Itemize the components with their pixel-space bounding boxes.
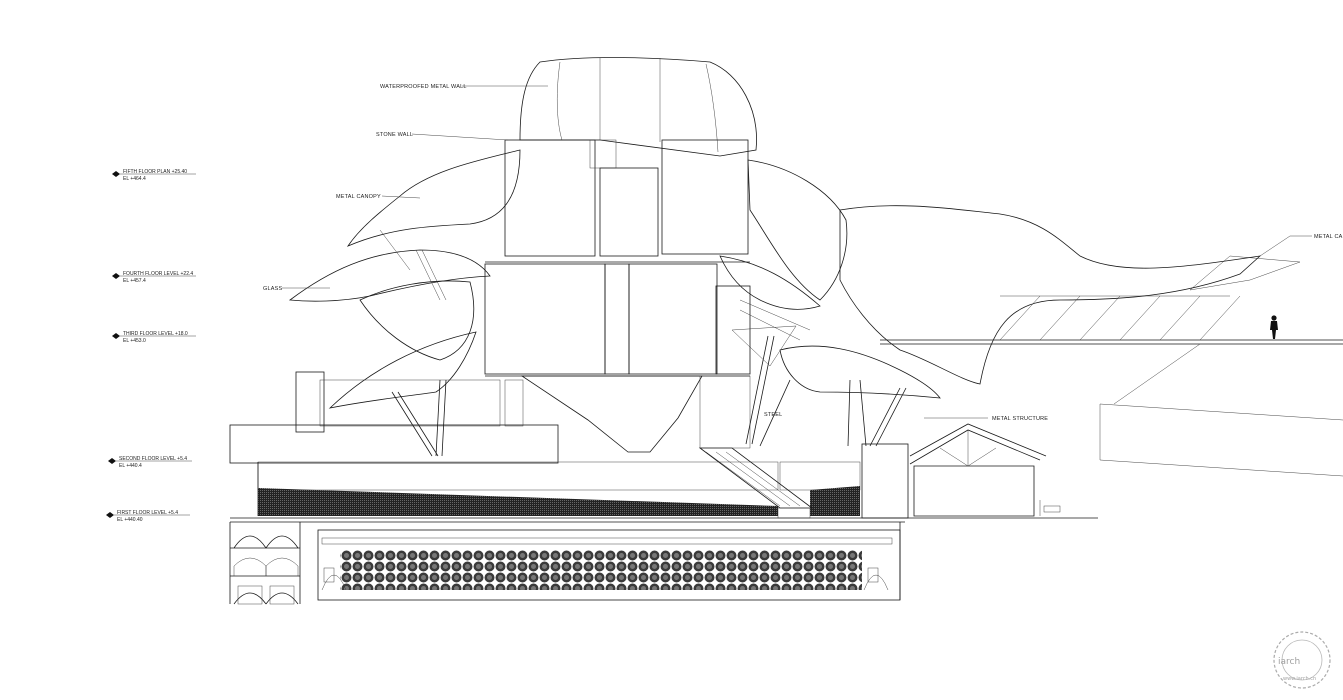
callout-waterproofed-metal-wall-label: WATERPROOFED METAL WALL: [380, 84, 467, 90]
callout-glass: GLASS: [263, 286, 330, 292]
watermark-brand: iarch: [1278, 657, 1300, 667]
callout-steel: STEEL: [764, 412, 782, 418]
level-marker-fifth: FIFTH FLOOR PLAN +25.40 EL +464.4: [112, 169, 196, 182]
callout-stone-wall-label: STONE WALL: [376, 132, 413, 138]
metal-canopies: [288, 57, 1262, 453]
level-name-third: THIRD FLOOR LEVEL +18.0: [123, 331, 188, 337]
person-figure: [1270, 315, 1278, 339]
level-name-fourth: FOURTH FLOOR LEVEL +22.4: [123, 271, 193, 277]
callout-metal-canopy-right-label: METAL CA: [1314, 234, 1343, 240]
callout-metal-structure-label: METAL STRUCTURE: [992, 416, 1048, 422]
plinth: [229, 423, 1061, 519]
callout-metal-canopy-label: METAL CANOPY: [336, 194, 381, 200]
callout-glass-label: GLASS: [263, 286, 282, 292]
bridge: [880, 255, 1343, 477]
callout-metal-structure: METAL STRUCTURE: [924, 416, 1048, 422]
level-el-third: EL +453.0: [123, 338, 146, 344]
level-el-first: EL +440.40: [117, 517, 143, 523]
level-marker-second: SECOND FLOOR LEVEL +5.4 EL +440.4: [108, 456, 192, 469]
level-marker-first: FIRST FLOOR LEVEL +5.4 EL +440.40: [106, 510, 190, 523]
level-el-fourth: EL +457.4: [123, 278, 146, 284]
callout-steel-label: STEEL: [764, 412, 782, 418]
stone-blocks: [295, 139, 751, 449]
callout-metal-canopy: METAL CANOPY: [336, 194, 421, 200]
level-el-fifth: EL +464.4: [123, 176, 146, 182]
level-marker-third: THIRD FLOOR LEVEL +18.0 EL +453.0: [112, 331, 196, 344]
callout-stone-wall: STONE WALL: [376, 132, 509, 141]
level-name-first: FIRST FLOOR LEVEL +5.4: [117, 510, 178, 516]
watermark-url: www.iarch.cn: [1283, 676, 1316, 682]
watermark-seal: iarch www.iarch.cn: [1273, 631, 1331, 689]
cellar: [229, 517, 1098, 605]
callout-waterproofed-metal-wall: WATERPROOFED METAL WALL: [380, 84, 548, 90]
level-name-second: SECOND FLOOR LEVEL +5.4: [119, 456, 187, 462]
level-name-fifth: FIFTH FLOOR PLAN +25.40: [123, 169, 187, 175]
level-el-second: EL +440.4: [119, 463, 142, 469]
callout-metal-canopy-right: METAL CA: [1259, 234, 1343, 257]
level-marker-fourth: FOURTH FLOOR LEVEL +22.4 EL +457.4: [112, 271, 196, 284]
metal-structure: [379, 229, 907, 457]
